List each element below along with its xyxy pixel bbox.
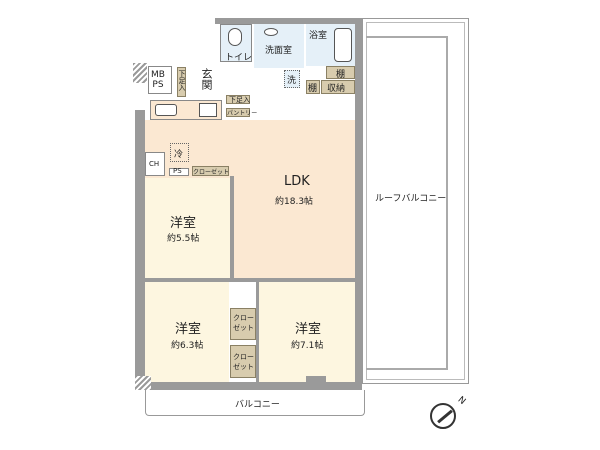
western-room-3-size: 約7.1帖 bbox=[291, 341, 324, 351]
closet-3-l1: クロー bbox=[233, 353, 254, 361]
closet-2 bbox=[230, 308, 256, 340]
storage-label: 収納 bbox=[327, 84, 346, 94]
balcony bbox=[145, 390, 365, 416]
closet-3-l2: ゼット bbox=[233, 363, 254, 371]
wall-closet bbox=[256, 282, 259, 382]
western-room-2-size: 約6.3帖 bbox=[171, 341, 204, 351]
storage bbox=[321, 80, 355, 94]
getabako-2 bbox=[226, 95, 250, 104]
compass-needle bbox=[437, 409, 453, 424]
outer-wall-right bbox=[355, 18, 362, 388]
toilet-label: トイレ bbox=[225, 53, 253, 63]
column-right bbox=[306, 376, 326, 390]
ldk-label: LDK bbox=[284, 174, 310, 189]
western-room-1-label: 洋室 bbox=[170, 216, 197, 231]
fridge-space bbox=[170, 143, 189, 162]
ps-box bbox=[169, 168, 189, 176]
washroom-label: 洗面室 bbox=[265, 46, 293, 56]
washroom bbox=[254, 24, 304, 68]
outer-wall-bottom bbox=[135, 382, 362, 390]
ps-text: PS bbox=[152, 80, 164, 90]
closet-2-l1: クロー bbox=[233, 314, 254, 322]
western-room-1[interactable] bbox=[145, 178, 230, 278]
compass-icon bbox=[430, 403, 456, 429]
fridge-label: 冷 bbox=[174, 150, 184, 160]
western-room-3[interactable] bbox=[259, 282, 355, 382]
wall-middle bbox=[145, 278, 355, 282]
mbps-box bbox=[148, 66, 172, 94]
western-room-1-size: 約5.5帖 bbox=[167, 234, 200, 244]
wall-w1-right bbox=[230, 176, 234, 280]
western-room-2-label: 洋室 bbox=[175, 322, 202, 337]
roof-balcony-label: ルーフバルコニー bbox=[375, 194, 447, 204]
closet-1-label: クローゼット bbox=[193, 169, 230, 176]
western-room-2[interactable] bbox=[145, 282, 229, 382]
shelf-1-label: 棚 bbox=[336, 70, 346, 80]
wall-hatch bbox=[133, 63, 147, 83]
outer-wall-left bbox=[135, 110, 145, 390]
compass-north-label: N bbox=[455, 395, 468, 407]
ch-label: CH bbox=[149, 160, 160, 168]
roof-balcony-inner bbox=[366, 22, 465, 380]
pantry bbox=[226, 108, 250, 117]
toilet-icon bbox=[228, 28, 242, 46]
closet-1 bbox=[192, 166, 229, 176]
washbasin-icon bbox=[264, 28, 278, 36]
bathroom-label: 浴室 bbox=[309, 31, 328, 41]
shelf-1 bbox=[326, 66, 355, 79]
bathtub-icon bbox=[334, 28, 352, 62]
entrance-label: 玄関 bbox=[200, 68, 213, 90]
outer-wall-top-wet bbox=[215, 18, 362, 24]
shelf-2-label: 棚 bbox=[308, 84, 318, 94]
western-room-3-label: 洋室 bbox=[295, 322, 322, 337]
closet-3-label: クローゼット bbox=[233, 352, 254, 372]
ldk-size: 約18.3帖 bbox=[275, 197, 314, 207]
mb-text: MB bbox=[151, 70, 165, 80]
sink-icon bbox=[155, 104, 177, 116]
ps-label: PS bbox=[173, 167, 182, 175]
getabako-2-label: 下足入 bbox=[229, 96, 250, 104]
ch-box bbox=[145, 152, 165, 176]
washer-space bbox=[284, 70, 300, 88]
ldk-room-ext bbox=[232, 120, 355, 280]
getabako-1 bbox=[177, 67, 186, 97]
pantry-label: パントリー bbox=[227, 110, 258, 117]
getabako-1-label: 下足入 bbox=[178, 70, 186, 91]
column-left bbox=[135, 376, 151, 390]
closet-2-l2: ゼット bbox=[233, 324, 254, 332]
closet-3 bbox=[230, 345, 256, 378]
washer-label: 洗 bbox=[287, 76, 297, 86]
balcony-label: バルコニー bbox=[235, 400, 280, 410]
roof-balcony-rail bbox=[366, 36, 448, 370]
closet-2-label: クローゼット bbox=[233, 313, 254, 333]
stove-icon bbox=[199, 103, 217, 117]
shelf-2 bbox=[306, 80, 320, 94]
roof-balcony bbox=[362, 18, 469, 384]
